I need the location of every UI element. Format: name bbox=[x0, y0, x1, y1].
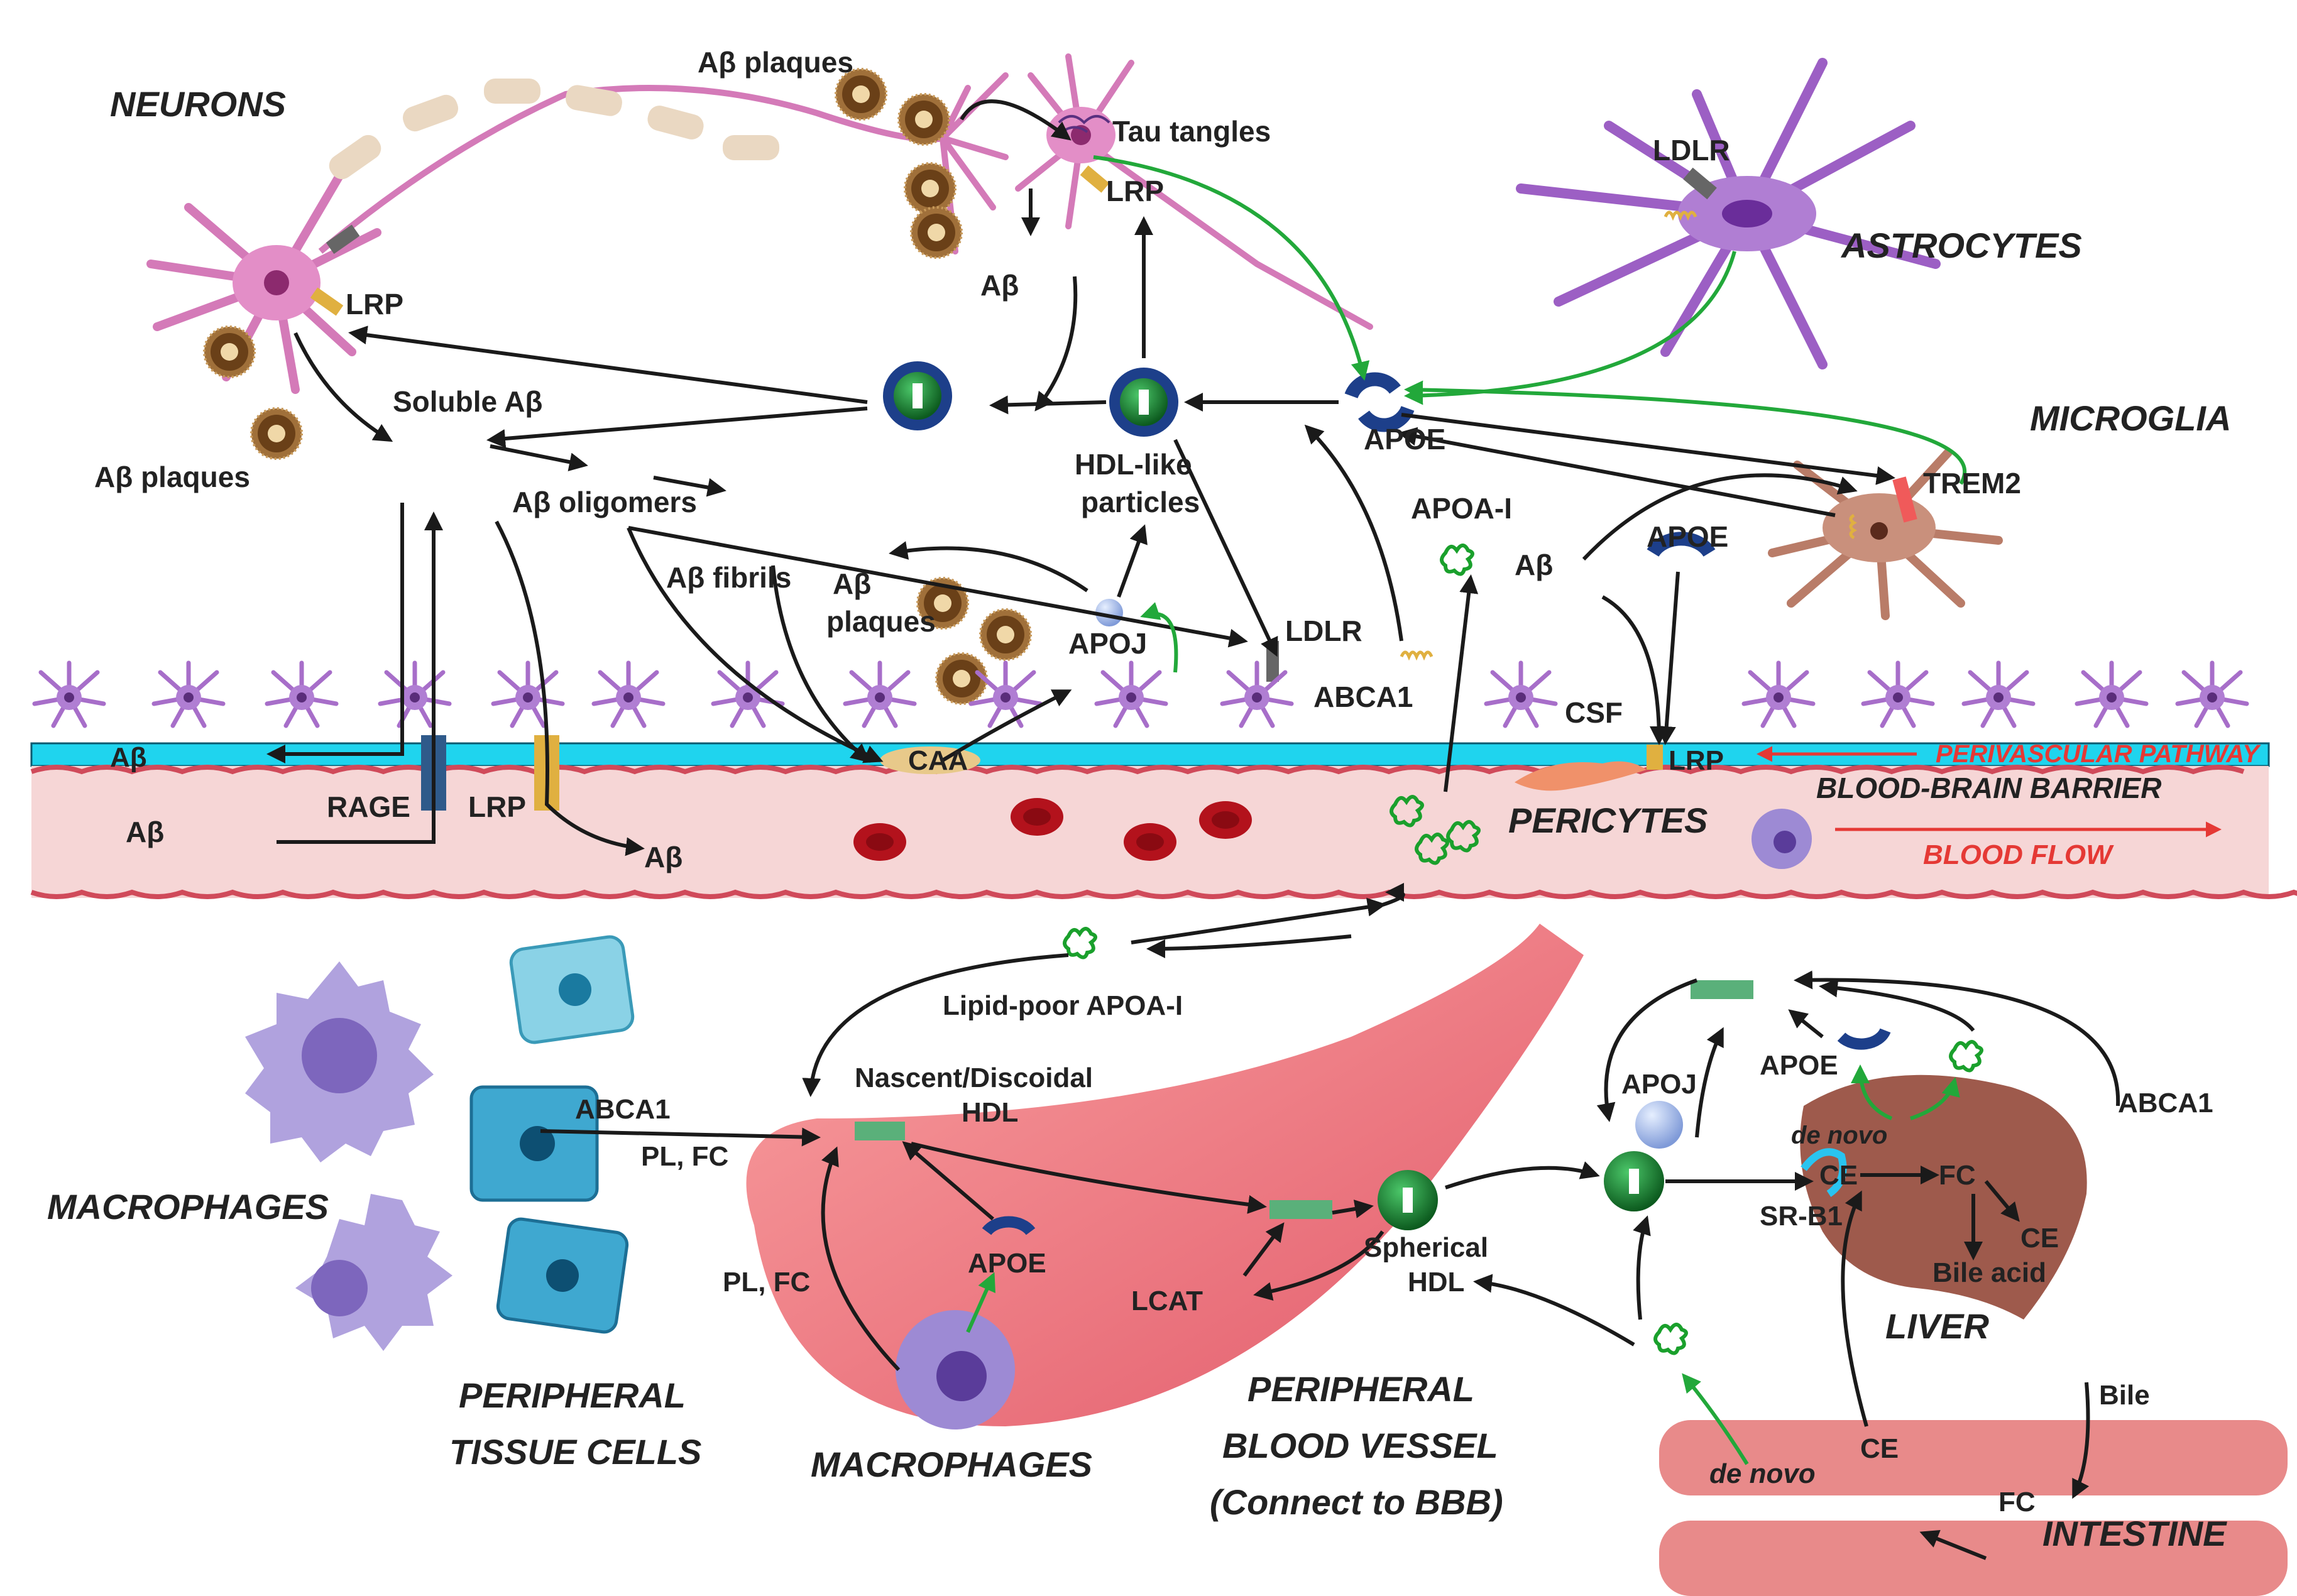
caption-bbb: BLOOD-BRAIN BARRIER bbox=[1816, 772, 2161, 804]
label-rage: RAGE bbox=[327, 790, 410, 823]
astrocyte-icon bbox=[1516, 58, 1941, 369]
caption-intestine: INTESTINE bbox=[2042, 1514, 2227, 1553]
label-hdl-like-2: particles bbox=[1081, 486, 1200, 518]
label-ab-oligomers: Aβ oligomers bbox=[512, 486, 697, 518]
label-ab-top: Aβ bbox=[980, 269, 1019, 302]
label-apoa1-brain: APOA-I bbox=[1411, 492, 1512, 525]
label-lrp-bbb: LRP bbox=[468, 790, 526, 823]
label-nascent-hdl-1: Nascent/Discoidal bbox=[855, 1063, 1093, 1093]
label-nascent-hdl-2: HDL bbox=[962, 1097, 1018, 1128]
tissue-cell-icon bbox=[469, 935, 635, 1334]
label-lrp-top: LRP bbox=[1106, 175, 1164, 207]
label-ab-right: Aβ bbox=[1515, 549, 1553, 581]
label-ab-fibrils: Aβ fibrils bbox=[666, 561, 791, 594]
label-ab-csf: Aβ bbox=[110, 742, 147, 773]
label-ab-plaques-mid-1: Aβ bbox=[833, 567, 871, 600]
neuron-icon bbox=[146, 72, 1009, 394]
caption-peripheral-vessel-3: (Connect to BBB) bbox=[1210, 1482, 1503, 1522]
liver-icon bbox=[1800, 1074, 2087, 1320]
label-ab-plaques-top: Aβ plaques bbox=[698, 46, 853, 79]
label-ce-liver-2: CE bbox=[2020, 1223, 2059, 1254]
caption-liver: LIVER bbox=[1885, 1306, 1989, 1346]
label-de-novo-intestine: de novo bbox=[1709, 1458, 1816, 1489]
macrophage-icon bbox=[896, 1310, 1015, 1429]
caption-peripheral-tissue-1: PERIPHERAL bbox=[459, 1375, 686, 1415]
astrocyte-icon bbox=[35, 663, 2247, 726]
label-ldlr-brain: LDLR bbox=[1285, 615, 1362, 647]
receptor-icon bbox=[1647, 745, 1663, 770]
label-spherical-hdl-1: Spherical bbox=[1364, 1232, 1488, 1263]
label-ldlr-astro: LDLR bbox=[1653, 134, 1730, 167]
apoa1-icon bbox=[1442, 545, 1472, 574]
caption-perivascular: PERIVASCULAR PATHWAY bbox=[1936, 740, 2261, 768]
label-pl-fc-2: PL, FC bbox=[723, 1267, 810, 1298]
labels: NEURONS ASTROCYTES MICROGLIA PERICYTES B… bbox=[47, 46, 2261, 1553]
label-hdl-like-1: HDL-like bbox=[1075, 448, 1192, 481]
label-ab-blood-mid: Aβ bbox=[644, 841, 683, 873]
caption-macrophages: MACROPHAGES bbox=[47, 1187, 329, 1227]
label-soluble-ab: Soluble Aβ bbox=[393, 385, 543, 418]
label-lrp-neuron: LRP bbox=[346, 288, 403, 320]
brain-arrows bbox=[266, 99, 1895, 856]
sr-b1-receptor bbox=[1801, 1148, 1847, 1197]
label-sr-b1: SR-B1 bbox=[1760, 1201, 1843, 1232]
peripheral-arrows bbox=[540, 883, 2120, 1560]
intestine-icon bbox=[1659, 1420, 2288, 1596]
caption-astrocytes: ASTROCYTES bbox=[1840, 226, 2082, 265]
caption-peripheral-vessel-2: BLOOD VESSEL bbox=[1222, 1426, 1498, 1465]
caption-microglia: MICROGLIA bbox=[2030, 398, 2231, 438]
label-ab-plaques-mid-2: plaques bbox=[826, 605, 936, 638]
label-fc-liver: FC bbox=[1939, 1160, 1976, 1191]
label-apoe-liver: APOE bbox=[1760, 1050, 1838, 1081]
label-ce-liver: CE bbox=[1819, 1160, 1858, 1191]
label-csf: CSF bbox=[1565, 696, 1623, 729]
macrophage-icon bbox=[245, 961, 452, 1351]
apoj-icon bbox=[1095, 599, 1123, 626]
pericyte-icon bbox=[1515, 761, 1647, 791]
label-trem2: TREM2 bbox=[1923, 467, 2021, 500]
caption-peripheral-tissue-2: TISSUE CELLS bbox=[449, 1432, 701, 1472]
label-lrp-pericyte: LRP bbox=[1669, 745, 1724, 776]
apoe-icon bbox=[982, 1028, 1891, 1235]
label-ab-plaques-left: Aβ plaques bbox=[94, 461, 250, 493]
label-apoj-brain: APOJ bbox=[1068, 627, 1147, 660]
label-fc-intestine: FC bbox=[1998, 1487, 2036, 1517]
blood-vessel-icon bbox=[746, 924, 1584, 1426]
hdl-particle-icon bbox=[883, 361, 1178, 437]
label-apoe-vessel: APOE bbox=[968, 1248, 1046, 1279]
label-caa: CAA bbox=[908, 745, 968, 776]
label-de-novo-liver: de novo bbox=[1791, 1122, 1887, 1149]
caption-macrophages-vessel: MACROPHAGES bbox=[811, 1445, 1092, 1484]
macrophage-icon bbox=[1752, 809, 1812, 869]
label-spherical-hdl-2: HDL bbox=[1408, 1267, 1464, 1298]
label-lcat: LCAT bbox=[1131, 1286, 1203, 1316]
label-apoe-right: APOE bbox=[1647, 520, 1728, 553]
label-abca1-tissue: ABCA1 bbox=[575, 1094, 671, 1125]
label-apoj-liver: APOJ bbox=[1621, 1069, 1697, 1100]
microglia-icon bbox=[1768, 448, 2003, 620]
label-abca1-liver: ABCA1 bbox=[2118, 1088, 2213, 1118]
label-apoe-brain: APOE bbox=[1364, 423, 1445, 456]
caption-blood-flow: BLOOD FLOW bbox=[1923, 839, 2114, 870]
label-pl-fc-1: PL, FC bbox=[641, 1141, 728, 1172]
label-ab-blood-left: Aβ bbox=[126, 816, 164, 848]
label-tau-tangles: Tau tangles bbox=[1112, 115, 1271, 148]
label-bile: Bile bbox=[2099, 1380, 2150, 1411]
caption-neurons: NEURONS bbox=[110, 84, 286, 124]
label-abca1-brain: ABCA1 bbox=[1313, 680, 1413, 713]
apoj-icon bbox=[1635, 1101, 1683, 1149]
caption-pericytes: PERICYTES bbox=[1508, 801, 1708, 840]
hdl-particle-icon bbox=[855, 980, 1753, 1230]
label-bile-acid: Bile acid bbox=[1932, 1257, 2046, 1288]
neuron-icon bbox=[1015, 53, 1373, 330]
label-ce-intestine: CE bbox=[1860, 1433, 1899, 1464]
green-arrows bbox=[1093, 155, 2222, 838]
label-lipid-poor-apoa1: Lipid-poor APOA-I bbox=[943, 990, 1183, 1021]
caption-peripheral-vessel-1: PERIPHERAL bbox=[1247, 1369, 1474, 1409]
